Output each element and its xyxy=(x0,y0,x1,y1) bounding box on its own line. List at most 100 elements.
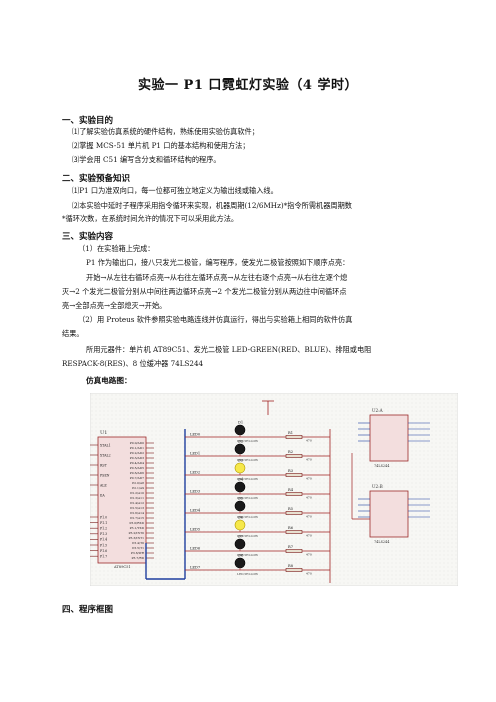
led-icon xyxy=(234,538,246,550)
mcu-pin-label: P0.1/AD1 xyxy=(130,446,144,450)
mcu-pin-label: P3.6/WR xyxy=(131,551,145,555)
schematic-caption: 仿真电路图： xyxy=(86,376,132,385)
mcu-pin-label: P1.2 xyxy=(100,527,107,531)
wire-label: LED0 xyxy=(190,433,201,437)
resistor-value: 470 xyxy=(306,515,312,519)
paragraph-line: ⑴了解实验仿真系统的硬件结构，熟练使用实验仿真软件； xyxy=(72,127,259,136)
mcu-pin-label: P3.3/INT1 xyxy=(128,536,144,540)
mcu-right-pins: P0.0/AD0P0.1/AD1P0.2/AD2P0.3/AD3P0.4/AD4… xyxy=(128,441,154,560)
led-label: D8 xyxy=(238,554,244,558)
led-part-label: LED-YELLOW xyxy=(237,534,259,538)
resistor-value: 470 xyxy=(306,458,312,462)
mcu-pin-label: P3.5/T1 xyxy=(132,546,144,550)
mcu-pin-label: P2.3/A11 xyxy=(130,496,144,500)
section-heading-purpose: 一、实验目的 xyxy=(62,116,114,126)
paragraph-line: ⑶学会用 C51 编写含分支和循环结构的程序。 xyxy=(72,155,221,164)
led-icon xyxy=(234,462,246,474)
buffer-part-label: 74LS244 xyxy=(374,464,389,468)
mcu-pin-label: P1.0 xyxy=(100,515,107,519)
buffer-body xyxy=(369,414,409,462)
led-label: D2 xyxy=(238,440,243,444)
led-part-label: LED-YELLOW xyxy=(237,477,259,481)
mcu-pin-label: P2.1/A9 xyxy=(132,486,144,490)
led-label: D4 xyxy=(238,478,244,482)
mcu-pin-label: P1.1 xyxy=(100,521,107,525)
resistor-icon xyxy=(285,435,303,439)
mcu-pin-label: P3.4/T0 xyxy=(132,541,144,545)
mcu-body xyxy=(97,436,147,564)
led-part-label: LED-YELLOW xyxy=(237,553,259,557)
led-icon xyxy=(234,500,246,512)
mcu-part-label: AT89C51 xyxy=(113,565,131,569)
resistor-value: 470 xyxy=(306,534,312,538)
paragraph-line: ⑴P1 口为准双向口，每一位都可独立地定义为输出线或输入线。 xyxy=(72,186,278,195)
resistor-icon xyxy=(285,530,303,534)
resistor-label: R3 xyxy=(288,469,294,473)
mcu-pin-label: P2.6/A14 xyxy=(130,511,144,515)
resistor-icon xyxy=(285,473,303,477)
led-icon xyxy=(234,424,246,436)
paragraph-line: 开始→从左往右循环点亮→从右往左循环点亮→从左往右逐个点亮→从右往左逐个熄 xyxy=(86,273,348,282)
led-chain: LED0D1LED-YELLOWR1470LED1D2LED-YELLOWR24… xyxy=(185,421,330,576)
paragraph-line: RESPACK-8(RES)、8 位缓冲器 74LS244 xyxy=(62,359,204,368)
led-part-label: LED-YELLOW xyxy=(237,458,259,462)
led-icon xyxy=(234,481,246,493)
led-label: D1 xyxy=(238,421,243,425)
mcu-pin-label: EA xyxy=(100,493,105,497)
document-title: 实验一 P1 口霓虹灯实验（4 学时） xyxy=(138,78,358,93)
mcu-pin-label: P1.5 xyxy=(100,543,107,547)
paragraph-line: 灭→2 个发光二极管分别从中间往两边循环点亮→2 个发光二极管分别从两边往中间循… xyxy=(62,287,347,296)
buffer-u2a: U2:A 74LS244 xyxy=(369,408,409,468)
resistor-value: 470 xyxy=(306,553,312,557)
buffer-body xyxy=(369,490,409,538)
paragraph-line: ⑵掌握 MCS-51 单片机 P1 口的基本结构和使用方法； xyxy=(72,141,250,150)
resistor-label: R6 xyxy=(288,526,294,530)
mcu-pin-label: P3.1/TXD xyxy=(130,526,145,530)
mcu-pin-label: P2.2/A10 xyxy=(130,491,144,495)
resistor-value: 470 xyxy=(306,477,312,481)
mcu-pin-label: P0.6/AD6 xyxy=(130,471,144,475)
paragraph-line: 结果。 xyxy=(62,329,84,338)
led-part-label: LED-YELLOW xyxy=(237,496,259,500)
led-label: D6 xyxy=(238,516,244,520)
paragraph-line: （2）用 Proteus 软件参照实验电路连线并仿真运行，得出与实验箱上相同的软… xyxy=(78,315,353,324)
section-heading-prerequisites: 二、实验预备知识 xyxy=(62,174,131,184)
resistor-icon xyxy=(285,454,303,458)
wire-label: LED3 xyxy=(190,490,201,494)
led-part-label: LED-YELLOW xyxy=(237,439,259,443)
mcu-pin-label: P2.0/A8 xyxy=(132,481,144,485)
resistor-label: R1 xyxy=(288,431,293,435)
mcu-pin-label: P0.3/AD3 xyxy=(130,456,144,460)
mcu-pin-label: XTAL2 xyxy=(100,453,111,457)
resistor-label: R5 xyxy=(288,507,294,511)
resistor-icon xyxy=(285,492,303,496)
mcu-pin-label: P1.7 xyxy=(100,555,107,559)
mcu-pin-label: P0.7/AD7 xyxy=(130,476,144,480)
resistor-label: R2 xyxy=(288,450,293,454)
mcu-pin-label: P0.4/AD4 xyxy=(130,461,144,465)
led-label: D3 xyxy=(238,459,244,463)
resistor-value: 470 xyxy=(306,572,312,576)
mcu-pin-label: XTAL1 xyxy=(100,443,111,447)
resistor-icon xyxy=(285,568,303,572)
mcu-pin-label: RST xyxy=(100,463,108,467)
buffer-u2b: U2:B 74LS244 xyxy=(369,484,409,544)
wire-label: LED2 xyxy=(190,471,200,475)
section-heading-content: 三、实验内容 xyxy=(62,232,114,242)
mcu-pin-label: P0.5/AD5 xyxy=(130,466,144,470)
paragraph-line: P1 作为输出口，接八只发光二极管，编写程序，使发光二极管按照如下顺序点亮： xyxy=(86,258,350,267)
mcu-pin-label: P3.7/RD xyxy=(132,556,145,560)
buffer-pins xyxy=(358,422,430,518)
buffer-part-label: 74LS244 xyxy=(374,540,389,544)
wire-label: LED7 xyxy=(190,566,201,570)
resistor-value: 470 xyxy=(306,496,312,500)
mcu-pin-label: P2.7/A15 xyxy=(130,516,144,520)
paragraph-line: （1）在实验箱上完成： xyxy=(78,244,155,253)
wire-label: LED6 xyxy=(190,547,201,551)
section-heading-flowchart: 四、程序框图 xyxy=(62,605,114,615)
mcu-pin-label: PSEN xyxy=(100,473,110,477)
wire-label: LED5 xyxy=(190,528,201,532)
resistor-icon xyxy=(285,511,303,515)
mcu-pin-label: P0.0/AD0 xyxy=(130,441,144,445)
